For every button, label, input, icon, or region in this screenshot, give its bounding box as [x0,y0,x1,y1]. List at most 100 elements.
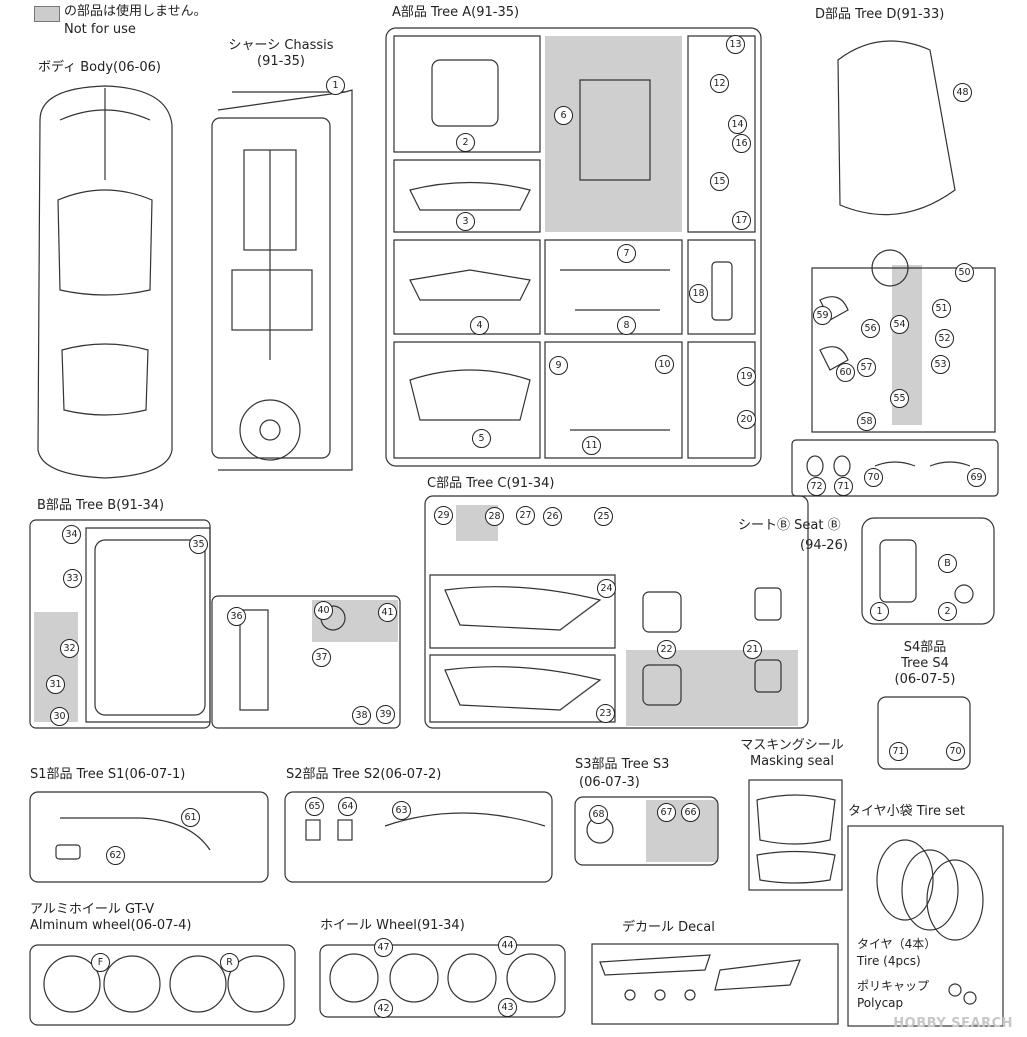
part-number-53: 52 [935,329,954,348]
part-number-30: 30 [50,707,69,726]
part-number-68: 67 [657,803,676,822]
part-number-67: 66 [681,803,700,822]
part-number-62: 61 [181,808,200,827]
part-number-1: 1 [326,76,345,95]
tree-d-title: D部品 Tree D(91-33) [815,7,945,22]
part-number-51: 50 [955,263,974,282]
wheel-title: ホイール Wheel(91-34) [320,918,465,933]
masking-seal-sheet [748,779,843,891]
part-number-38: 38 [352,706,371,725]
decal-title: デカール Decal [622,920,715,935]
part-number-36: 36 [227,607,246,626]
tire-set-bag [847,825,1004,1027]
chassis-drawing [211,89,353,471]
tree-d-frame [791,40,999,497]
part-number-13: 13 [726,35,745,54]
part-number-65: 64 [338,797,357,816]
legend-text-jp: の部品は使用しません。 [64,4,207,19]
part-number-9: 9 [549,356,568,375]
seat-b-frame [861,517,995,625]
part-number-11: 11 [582,436,601,455]
part-number-15: 15 [710,172,729,191]
part-number-34: 34 [62,525,81,544]
not-for-use-swatch [34,6,60,22]
part-number-50: 48 [953,83,972,102]
legend-text-en: Not for use [64,22,136,37]
s4-part-70: 70 [946,742,965,761]
seat-part-1: 1 [870,602,889,621]
part-number-22: 22 [657,640,676,659]
part-number-2: 2 [456,133,475,152]
tire-set-title: タイヤ小袋 Tire set [848,804,965,819]
tire-note-jp: タイヤ（4本） [857,937,937,951]
part-number-10: 10 [655,355,674,374]
part-number-19: 19 [737,367,756,386]
body-title: ボディ Body(06-06) [38,60,161,75]
decal-sheet [591,943,839,1025]
polycap-note-jp: ポリキャップ [857,979,930,993]
part-number-6: 6 [554,106,573,125]
seat-code: (94-26) [800,538,848,553]
part-number-61: 60 [836,363,855,382]
part-number-20: 20 [737,410,756,429]
part-number-52: 51 [932,299,951,318]
part-number-44: 44 [498,936,517,955]
part-number-28: 28 [485,507,504,526]
part-number-39: 39 [376,705,395,724]
polycap-note-en: Polycap [857,996,904,1010]
wheel-tree [319,944,566,1018]
part-number-55: 54 [890,315,909,334]
front-wheel-mark: F [91,953,110,972]
watermark: HOBBY SEARCH [893,1016,1013,1031]
part-number-25: 25 [594,507,613,526]
part-number-40: 40 [314,601,333,620]
part-number-26: 26 [543,507,562,526]
tree-s4-frame [877,696,971,770]
part-number-57: 56 [861,319,880,338]
tree-c-frame [424,495,809,729]
part-number-16: 16 [732,134,751,153]
tree-c-title: C部品 Tree C(91-34) [427,476,555,491]
part-number-21: 21 [743,640,762,659]
part-number-69: 68 [589,805,608,824]
tree-s1-frame [29,791,269,883]
part-number-64: 63 [392,801,411,820]
tree-a-frame [385,27,762,467]
part-number-8: 8 [617,316,636,335]
part-number-72: 71 [834,477,853,496]
part-number-23: 23 [596,704,615,723]
part-number-43: 43 [498,998,517,1017]
alminum-wheel-tree [29,944,296,1026]
part-number-66: 65 [305,797,324,816]
tree-b-title: B部品 Tree B(91-34) [37,498,165,513]
part-number-70: 69 [967,468,986,487]
tree-a-title: A部品 Tree A(91-35) [392,5,520,20]
tree-s2-title: S2部品 Tree S2(06-07-2) [286,767,442,782]
part-number-42: 42 [374,999,393,1018]
tree-s3-title: S3部品 Tree S3 [575,757,670,772]
tree-s2-frame [284,791,553,883]
seat-mark: B [938,554,957,573]
body-drawing [37,85,173,479]
part-number-3: 3 [456,212,475,231]
part-number-60: 59 [813,306,832,325]
part-number-18: 18 [689,284,708,303]
part-number-48: 47 [374,938,393,957]
part-number-54: 53 [931,355,950,374]
part-number-58: 57 [857,358,876,377]
tree-s3-code: (06-07-3) [579,775,640,790]
part-number-27: 27 [516,506,535,525]
part-number-7: 7 [617,244,636,263]
tire-note-en: Tire (4pcs) [857,954,921,968]
part-number-41: 41 [378,603,397,622]
part-number-63: 62 [106,846,125,865]
part-number-4: 4 [470,316,489,335]
part-number-35: 35 [189,535,208,554]
part-number-5: 5 [472,429,491,448]
part-number-31: 31 [46,675,65,694]
seat-part-2: 2 [938,602,957,621]
part-number-37: 37 [312,648,331,667]
